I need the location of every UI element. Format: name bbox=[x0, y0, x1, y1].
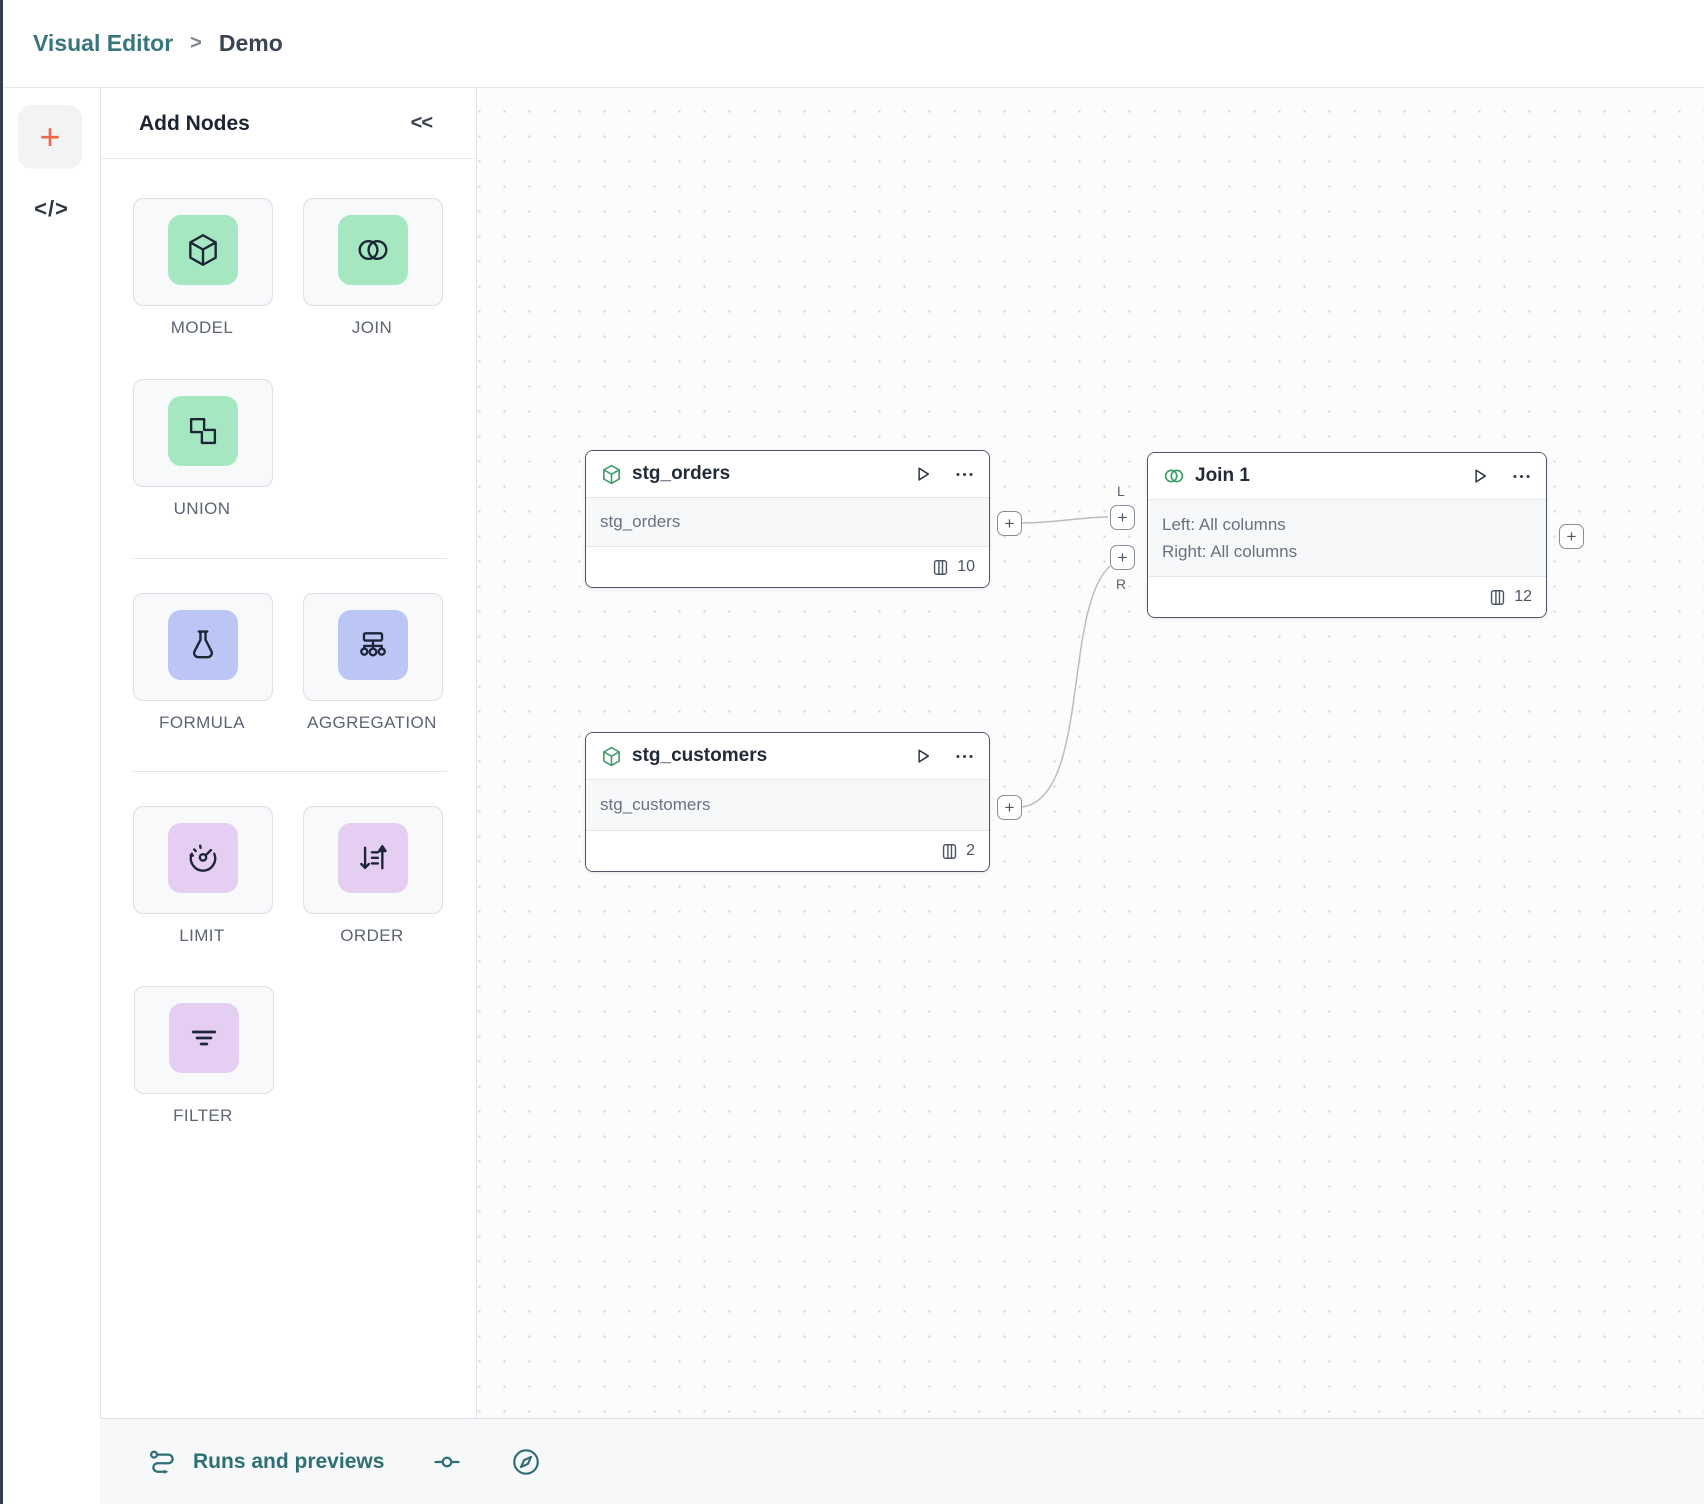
palette-item-filter[interactable] bbox=[134, 986, 274, 1094]
breadcrumb-page: Demo bbox=[218, 30, 283, 56]
node-header: stg_customers bbox=[586, 733, 989, 780]
palette-item-model[interactable] bbox=[133, 198, 273, 306]
node-body: stg_orders bbox=[586, 498, 989, 547]
node-title: stg_orders bbox=[632, 463, 731, 484]
node-body: stg_customers bbox=[586, 780, 989, 831]
flask-icon bbox=[168, 610, 238, 680]
add-node-button[interactable]: + bbox=[18, 105, 82, 169]
node-footer: 2 bbox=[586, 831, 989, 871]
node-menu-icon[interactable] bbox=[1511, 466, 1532, 487]
compass-icon[interactable] bbox=[510, 1446, 542, 1478]
palette-label-formula: FORMULA bbox=[159, 713, 245, 732]
node-footer: 12 bbox=[1148, 577, 1546, 617]
node-menu-icon[interactable] bbox=[954, 464, 975, 485]
left-rail: + </> bbox=[3, 89, 100, 1504]
venn-icon bbox=[338, 215, 408, 285]
palette-label-filter: FILTER bbox=[173, 1106, 233, 1125]
node-title: stg_customers bbox=[632, 745, 768, 766]
palette-item-union[interactable] bbox=[133, 379, 273, 487]
collapse-panel-button[interactable]: << bbox=[410, 112, 433, 134]
run-node-icon[interactable] bbox=[913, 746, 934, 767]
palette-item-order[interactable] bbox=[303, 806, 443, 914]
union-icon bbox=[168, 396, 238, 466]
status-bar: Runs and previews bbox=[100, 1418, 1704, 1504]
node-title: Join 1 bbox=[1195, 465, 1250, 486]
port-join-right-input[interactable]: + bbox=[1110, 545, 1135, 570]
palette-item-formula[interactable] bbox=[133, 593, 273, 701]
palette-item-limit[interactable] bbox=[133, 806, 273, 914]
join-right-config: Right: All columns bbox=[1162, 541, 1298, 561]
palette-item-aggregation[interactable] bbox=[303, 593, 443, 701]
columns-icon bbox=[942, 843, 957, 859]
aggregation-icon bbox=[338, 610, 408, 680]
node-menu-icon[interactable] bbox=[954, 746, 975, 767]
top-bar: Visual Editor > Demo bbox=[3, 0, 1704, 88]
gauge-icon bbox=[168, 823, 238, 893]
add-nodes-header: Add Nodes << bbox=[101, 89, 476, 159]
run-node-icon[interactable] bbox=[1470, 466, 1491, 487]
run-node-icon[interactable] bbox=[913, 464, 934, 485]
columns-icon bbox=[1491, 589, 1505, 605]
columns-icon bbox=[934, 559, 948, 575]
add-nodes-panel: Add Nodes << MODEL JOIN bbox=[100, 89, 477, 1418]
port-join-output[interactable]: + bbox=[1559, 524, 1584, 549]
node-stg-customers[interactable]: stg_customers stg_customers 2 bbox=[585, 732, 990, 872]
palette-label-limit: LIMIT bbox=[179, 926, 225, 945]
edge-connectors bbox=[1021, 516, 1111, 808]
node-header: Join 1 bbox=[1148, 453, 1546, 500]
runs-icon[interactable] bbox=[147, 1446, 179, 1478]
breadcrumb-app[interactable]: Visual Editor bbox=[33, 30, 174, 56]
palette-divider bbox=[133, 558, 447, 559]
port-stg-customers-output[interactable]: + bbox=[997, 795, 1022, 820]
palette-label-union: UNION bbox=[173, 499, 231, 518]
cube-icon bbox=[603, 746, 620, 766]
node-subtitle: stg_orders bbox=[600, 512, 681, 531]
palette-label-model: MODEL bbox=[170, 318, 234, 337]
column-count: 10 bbox=[957, 558, 975, 575]
palette-divider bbox=[133, 771, 447, 772]
palette-label-join: JOIN bbox=[351, 318, 393, 337]
filter-icon bbox=[169, 1003, 239, 1073]
port-stg-orders-output[interactable]: + bbox=[997, 511, 1022, 536]
palette-label-order: ORDER bbox=[340, 926, 404, 945]
port-right-label: R bbox=[1116, 576, 1127, 592]
node-stg-orders[interactable]: stg_orders stg_orders 10 bbox=[585, 450, 990, 588]
node-header: stg_orders bbox=[586, 451, 989, 498]
node-body: Left: All columns Right: All columns bbox=[1148, 500, 1546, 577]
join-left-config: Left: All columns bbox=[1162, 514, 1286, 534]
code-view-button[interactable]: </> bbox=[34, 196, 69, 221]
node-footer: 10 bbox=[586, 547, 989, 587]
column-count: 12 bbox=[1514, 588, 1532, 605]
node-subtitle: stg_customers bbox=[600, 795, 711, 814]
cube-icon bbox=[603, 464, 620, 484]
column-count: 2 bbox=[966, 842, 975, 859]
window-edge-strip bbox=[0, 0, 3, 1504]
sort-icon bbox=[338, 823, 408, 893]
palette-item-join[interactable] bbox=[303, 198, 443, 306]
commit-icon[interactable] bbox=[432, 1447, 462, 1477]
runs-and-previews-button[interactable]: Runs and previews bbox=[193, 1449, 385, 1473]
port-join-left-input[interactable]: + bbox=[1110, 505, 1135, 530]
palette-label-aggregation: AGGREGATION bbox=[307, 713, 437, 732]
node-join-1[interactable]: Join 1 Left: All columns Right: All colu… bbox=[1147, 452, 1547, 618]
venn-icon bbox=[1164, 469, 1184, 483]
flow-canvas[interactable]: stg_orders stg_orders 10 bbox=[478, 89, 1704, 1418]
breadcrumb-separator: > bbox=[190, 32, 202, 54]
cube-icon bbox=[168, 215, 238, 285]
port-left-label: L bbox=[1117, 483, 1125, 499]
panel-title: Add Nodes bbox=[139, 111, 250, 135]
